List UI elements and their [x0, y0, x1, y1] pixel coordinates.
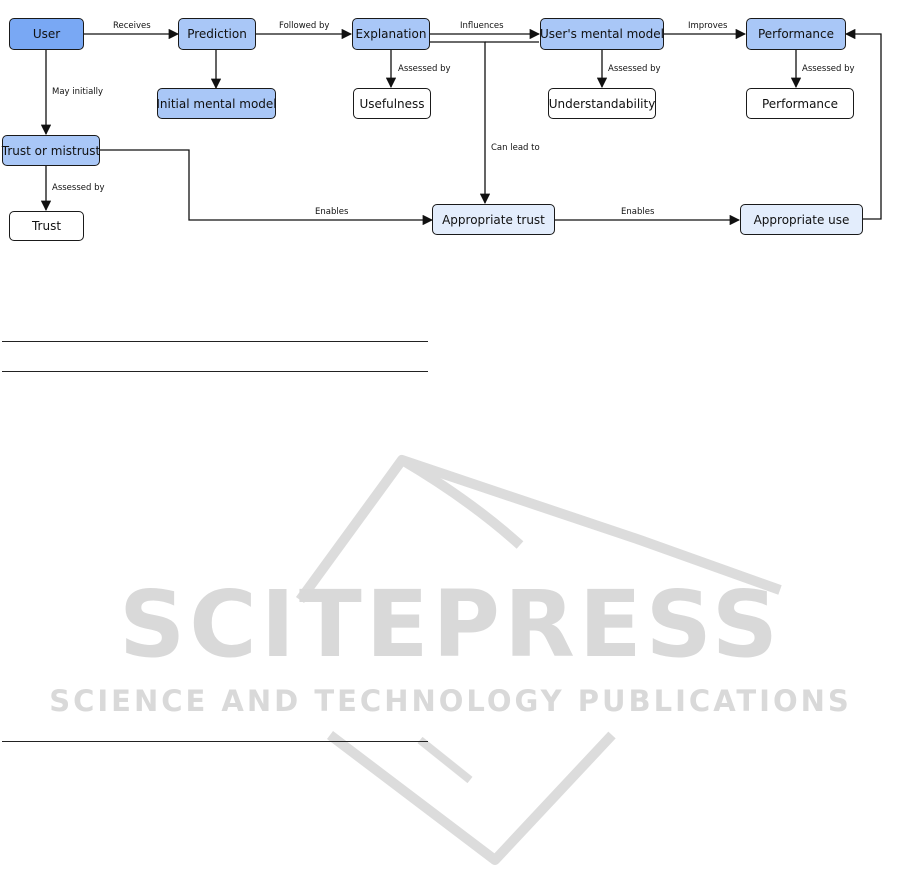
edge-label-receives: Receives: [113, 21, 151, 31]
edge-label-enables-trust: Enables: [315, 207, 349, 217]
node-explanation: Explanation: [352, 18, 430, 50]
edge-label-may-initially: May initially: [52, 87, 104, 97]
table-rule-bottom: [2, 741, 428, 742]
edge-label-assessed-trust: Assessed by: [52, 183, 105, 193]
edge-label-assessed-understandability: Assessed by: [608, 64, 661, 74]
edge-label-assessed-usefulness: Assessed by: [398, 64, 451, 74]
edge-enables-trust: [100, 149, 434, 226]
edge-label-enables-use: Enables: [621, 207, 655, 217]
node-usefulness: Usefulness: [353, 88, 431, 119]
edge-label-assessed-performance: Assessed by: [802, 64, 855, 74]
node-initial-mental-model: Initial mental model: [156, 88, 277, 119]
node-trust-or-mistrust: Trust or mistrust: [2, 135, 100, 166]
edge-label-can-lead-to: Can lead to: [491, 143, 540, 153]
node-trust: Trust: [9, 211, 84, 241]
node-performance-measure: Performance: [746, 88, 854, 119]
edge-label-improves: Improves: [688, 21, 728, 31]
edge-label-followed-by: Followed by: [279, 21, 330, 31]
node-users-mental-model: User's mental model: [540, 18, 664, 50]
table-rule-top: [2, 341, 428, 342]
edge-label-influences: Influences: [460, 21, 504, 31]
node-appropriate-use: Appropriate use: [740, 204, 863, 235]
node-understandability: Understandability: [548, 88, 656, 119]
edge-feedback: [844, 28, 882, 220]
node-performance: Performance: [746, 18, 846, 50]
node-user: User: [9, 18, 84, 50]
node-appropriate-trust: Appropriate trust: [432, 204, 555, 235]
node-prediction: Prediction: [178, 18, 256, 50]
table-rule-mid: [2, 371, 428, 372]
